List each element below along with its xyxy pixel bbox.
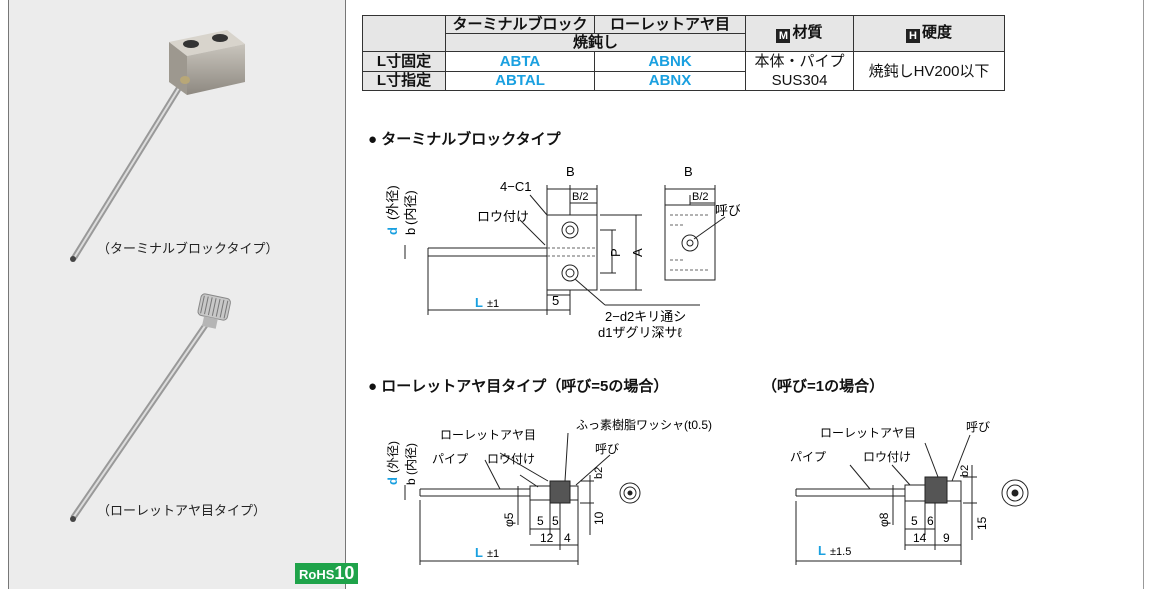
terminal-block-drawing: d (外径) b (内径) 4−C1 ロウ付け B B/2 P A 5 L ±1… — [385, 164, 740, 340]
braze-note-2: ロウ付け — [487, 452, 535, 466]
product-photo-panel: （ターミナルブロックタイプ） （ローレットアヤ目タイプ） RoHS10 — [8, 0, 359, 589]
d-text: (外径) — [385, 185, 400, 220]
nominal-note-3: 呼び — [966, 420, 990, 434]
d-label-2: d — [385, 477, 400, 485]
dim-10: 10 — [592, 511, 606, 525]
knurl-type-photo — [70, 293, 231, 522]
b-label: b — [403, 228, 418, 235]
washer-note: ふっ素樹脂ワッシャ(t0.5) — [576, 417, 712, 432]
l-tol-2: ±1 — [487, 548, 499, 560]
dim-b-side: B — [684, 164, 693, 179]
section-terminal-title: ● ターミナルブロックタイプ — [368, 131, 561, 148]
caption-terminal: （ターミナルブロックタイプ） — [97, 242, 279, 257]
dim-b2-3: b2 — [959, 465, 971, 477]
dim-9: 9 — [943, 531, 950, 545]
dim-5b: 5 — [552, 514, 559, 528]
pipe-note: パイプ — [432, 452, 468, 466]
header-knurl: ローレットアヤ目 — [594, 15, 746, 34]
dim-5: 5 — [552, 293, 559, 308]
dim-6: 6 — [927, 514, 934, 528]
dim-15: 15 — [975, 516, 989, 530]
row-label-specified: L寸指定 — [362, 70, 446, 91]
d-label: d — [385, 227, 400, 235]
hardness-value: 焼鈍しHV200以下 — [853, 51, 1005, 91]
b-text: (内径) — [403, 190, 418, 225]
b-label-2: b — [404, 478, 418, 485]
hole-note-2: d1ザグリ深サℓ — [598, 325, 682, 340]
header-annealed: 焼鈍し — [445, 33, 746, 52]
hardness-icon: H — [905, 29, 920, 43]
d-text-2: (外径) — [386, 441, 400, 473]
l-label: L — [475, 295, 483, 310]
row-label-fixed: L寸固定 — [362, 51, 446, 72]
nominal-note: 呼び — [595, 442, 619, 456]
dim-12: 12 — [540, 531, 554, 545]
b-text-2: (内径) — [404, 443, 418, 475]
frame-right-border — [1143, 0, 1144, 589]
dim-b2-2: b2 — [593, 467, 605, 479]
braze-note-3: ロウ付け — [863, 450, 911, 464]
dim-b2: B/2 — [572, 191, 589, 203]
l-tol: ±1 — [487, 298, 499, 310]
l-label-2: L — [475, 545, 483, 560]
section-knurl-title: ● ローレットアヤ目タイプ（呼び=5の場合） — [368, 378, 669, 395]
code-abnx: ABNX — [594, 70, 746, 91]
terminal-block-photo — [70, 30, 245, 262]
nominal-label: 呼び — [715, 203, 740, 218]
knurl-note: ローレットアヤ目 — [440, 428, 536, 442]
dim-p: P — [608, 248, 623, 257]
material-icon: M — [776, 29, 791, 43]
knurl-nominal1-drawing: ローレットアヤ目 呼び パイプ ロウ付け φ8 5 6 14 9 15 b2 L… — [790, 420, 1029, 565]
l-tol-3: ±1.5 — [830, 546, 851, 558]
rohs-badge: RoHS10 — [295, 563, 359, 584]
knurl-nominal5-drawing: d (外径) b (内径) ローレットアヤ目 ふっ素樹脂ワッシャ(t0.5) 呼… — [385, 417, 712, 565]
dim-b2-side: B/2 — [692, 191, 709, 203]
phi-8: φ8 — [877, 512, 891, 527]
dim-5a: 5 — [537, 514, 544, 528]
header-terminal: ターミナルブロック — [445, 15, 595, 34]
dim-14: 14 — [913, 531, 927, 545]
code-abnk: ABNK — [594, 51, 746, 72]
chamfer-note: 4−C1 — [500, 179, 531, 194]
code-abtal: ABTAL — [445, 70, 595, 91]
section-nominal1-title: （呼び=1の場合） — [762, 378, 885, 395]
dim-5-3: 5 — [911, 514, 918, 528]
l-label-3: L — [818, 543, 826, 558]
dim-b: B — [566, 164, 575, 179]
pipe-note-3: パイプ — [790, 450, 826, 464]
header-blank — [362, 15, 446, 52]
phi-5: φ5 — [502, 512, 516, 527]
code-abta: ABTA — [445, 51, 595, 72]
dim-a: A — [630, 248, 645, 257]
knurl-note-3: ローレットアヤ目 — [820, 426, 916, 440]
caption-knurl: （ローレットアヤ目タイプ） — [97, 504, 267, 519]
hole-note-1: 2−d2キリ通シ — [605, 309, 686, 324]
dim-4: 4 — [564, 531, 571, 545]
braze-note: ロウ付け — [477, 209, 529, 224]
